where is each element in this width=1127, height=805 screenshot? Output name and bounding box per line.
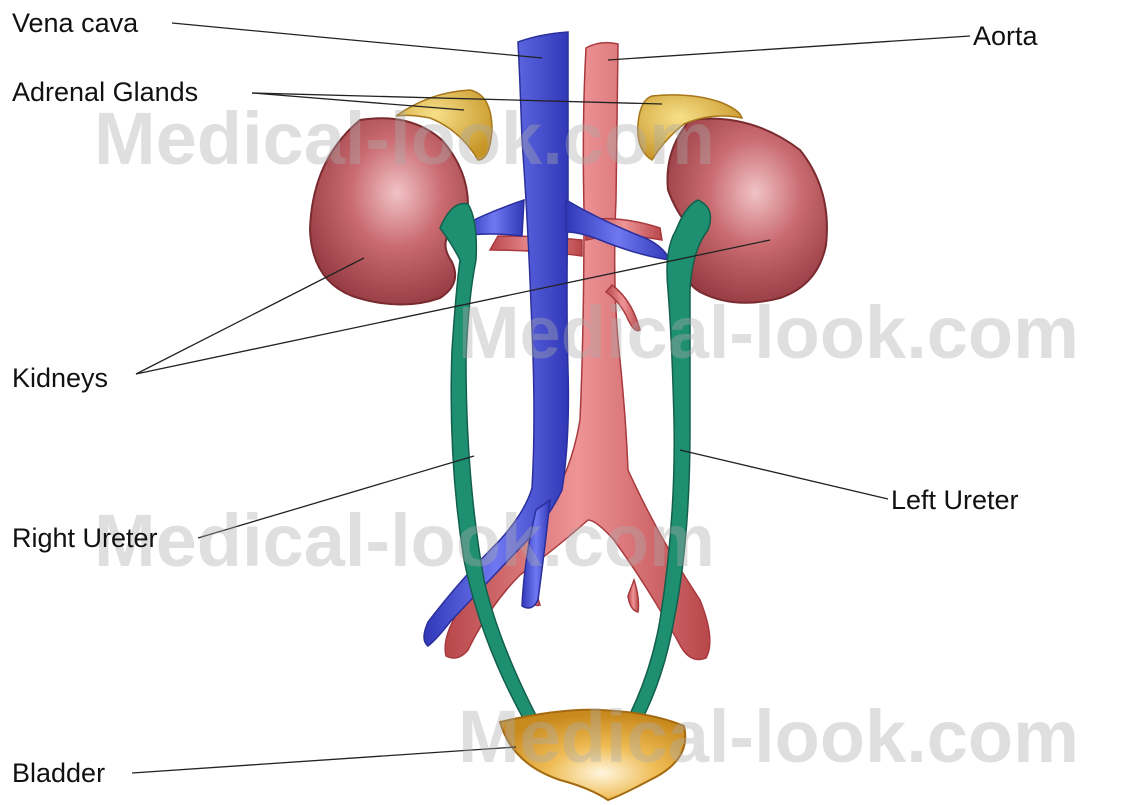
leader-left-ureter [680,450,888,499]
label-kidneys: Kidneys [12,365,108,392]
leader-kidney-right [136,258,364,374]
label-bladder: Bladder [12,760,105,787]
label-aorta: Aorta [973,23,1038,50]
label-right-ureter: Right Ureter [12,525,158,552]
label-adrenal-glands: Adrenal Glands [12,79,198,106]
label-left-ureter: Left Ureter [891,487,1019,514]
watermark-2: Medical-look.com [458,296,1079,370]
watermark-3: Medical-look.com [94,504,715,578]
label-vena-cava: Vena cava [12,10,138,37]
leader-aorta [608,36,970,60]
leader-vena-cava [172,23,542,58]
watermark-4: Medical-look.com [458,700,1079,774]
watermark-1: Medical-look.com [94,102,715,176]
